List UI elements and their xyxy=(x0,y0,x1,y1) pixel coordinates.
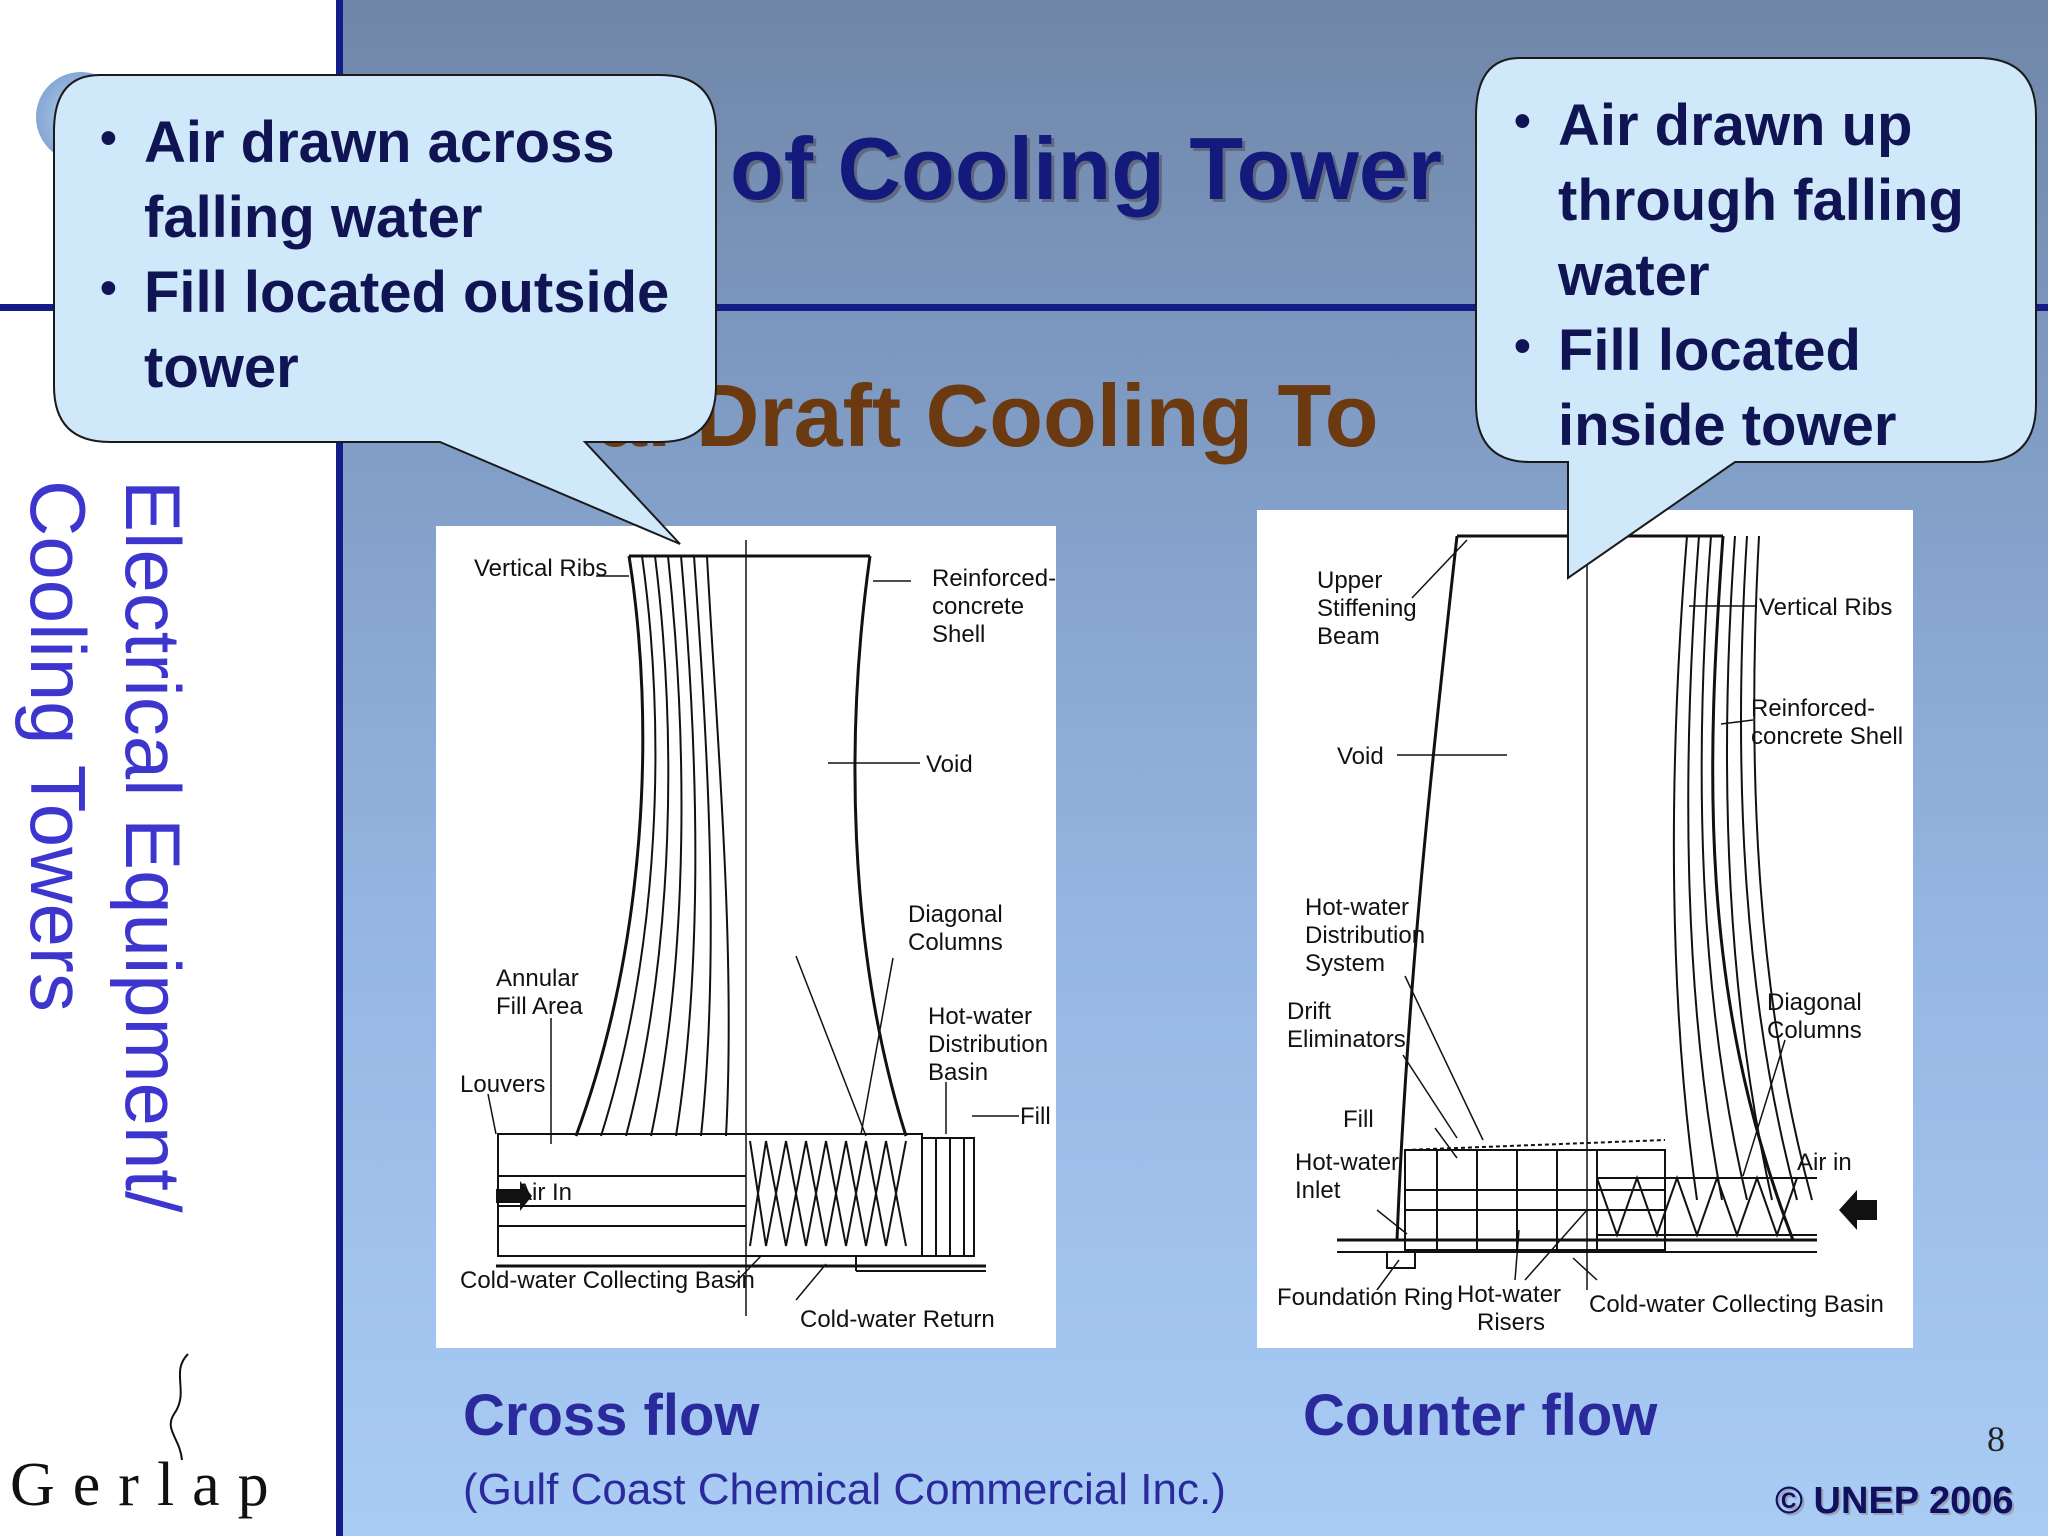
ccf-label-diag-2: Columns xyxy=(1767,1017,1862,1044)
ccf-label-risers-2: Risers xyxy=(1477,1309,1545,1336)
page-number: 8 xyxy=(1987,1419,2005,1459)
cf-label-diagonal-2: Columns xyxy=(908,929,1003,956)
cf-label-diagonal-1: Diagonal xyxy=(908,901,1003,928)
crossflow-diagram: Vertical Ribs Reinforced- concrete Shell… xyxy=(436,526,1056,1348)
slide-title: of Cooling Tower xyxy=(730,119,1443,218)
ccf-label-diag-1: Diagonal xyxy=(1767,989,1862,1016)
callout-left-item-1: Air drawn across falling water xyxy=(100,101,680,255)
ccf-label-hot-1: Hot-water xyxy=(1305,894,1409,921)
ccf-label-basin: Cold-water Collecting Basin xyxy=(1589,1291,1884,1318)
caption-counter-flow: Counter flow xyxy=(1303,1383,1658,1448)
gerlap-logo: Gerlap xyxy=(10,1451,287,1519)
cf-label-air-in: Air In xyxy=(516,1179,572,1206)
ccf-label-fill: Fill xyxy=(1343,1106,1374,1133)
ccf-label-shell-1: Reinforced- xyxy=(1751,695,1875,722)
counterflow-diagram: Upper Stiffening Beam Vertical Ribs Rein… xyxy=(1257,510,1913,1348)
cf-label-hot-water-2: Distribution xyxy=(928,1031,1048,1058)
ccf-label-foundation: Foundation Ring xyxy=(1277,1284,1453,1311)
callout-left-text: Air drawn across falling water Fill loca… xyxy=(100,101,680,405)
cf-label-basin: Cold-water Collecting Basin xyxy=(460,1267,755,1294)
ccf-label-air-in: Air in xyxy=(1797,1149,1852,1176)
ccf-label-inlet-2: Inlet xyxy=(1295,1177,1341,1204)
ccf-label-upper-3: Beam xyxy=(1317,623,1380,650)
cf-label-void: Void xyxy=(926,751,973,778)
callout-right-item-1: Air drawn up through falling water xyxy=(1514,84,2014,313)
caption-cross-flow: Cross flow xyxy=(463,1383,760,1448)
ccf-label-hot-2: Distribution xyxy=(1305,922,1425,949)
cf-label-annular-2: Fill Area xyxy=(496,993,583,1020)
slide-subtitle: al Draft Cooling To xyxy=(598,366,1379,465)
ccf-label-upper-2: Stiffening xyxy=(1317,595,1417,622)
cf-label-vertical-ribs: Vertical Ribs xyxy=(474,555,607,582)
callout-right-item-2: Fill located inside tower xyxy=(1514,309,2014,463)
callout-left-item-2: Fill located outside tower xyxy=(100,251,680,405)
cf-label-shell-2: concrete xyxy=(932,593,1024,620)
cf-label-return: Cold-water Return xyxy=(800,1306,995,1333)
cf-label-louvers: Louvers xyxy=(460,1071,545,1098)
sidebar-divider xyxy=(336,0,343,1536)
ccf-label-upper-1: Upper xyxy=(1317,567,1382,594)
cf-label-annular-1: Annular xyxy=(496,965,579,992)
cf-label-fill: Fill xyxy=(1020,1103,1051,1130)
source-credit: (Gulf Coast Chemical Commercial Inc.) xyxy=(463,1465,1226,1514)
ccf-label-drift-2: Eliminators xyxy=(1287,1026,1406,1053)
callout-right-text: Air drawn up through falling water Fill … xyxy=(1514,84,2014,463)
ccf-label-shell-2: concrete Shell xyxy=(1751,723,1903,750)
header-divider xyxy=(0,304,2048,311)
cf-label-hot-water-3: Basin xyxy=(928,1059,988,1086)
ccf-label-hot-3: System xyxy=(1305,950,1385,977)
cf-label-shell-3: Shell xyxy=(932,621,985,648)
cf-label-hot-water-1: Hot-water xyxy=(928,1003,1032,1030)
ccf-label-vertical-ribs: Vertical Ribs xyxy=(1759,594,1892,621)
ccf-label-drift-1: Drift xyxy=(1287,998,1331,1025)
ccf-label-risers-1: Hot-water xyxy=(1457,1281,1561,1308)
cf-label-shell-1: Reinforced- xyxy=(932,565,1056,592)
ccf-label-void: Void xyxy=(1337,743,1384,770)
ccf-label-inlet-1: Hot-water xyxy=(1295,1149,1399,1176)
gerlap-swirl-icon xyxy=(169,1353,189,1461)
copyright: © UNEP 2006 xyxy=(1775,1480,2014,1522)
